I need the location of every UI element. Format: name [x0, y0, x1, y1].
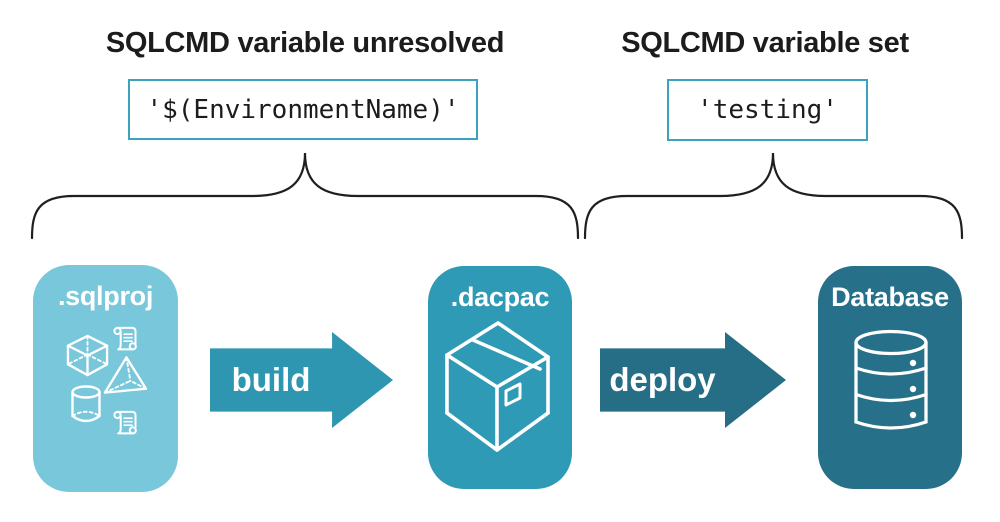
brace-left	[30, 152, 580, 240]
database-icon	[852, 329, 930, 435]
cube-icon	[66, 334, 109, 377]
cylinder-icon	[70, 385, 102, 423]
code-box-set: 'testing'	[667, 79, 868, 141]
build-arrow-label: build	[231, 361, 311, 398]
stage-label: .sqlproj	[57, 281, 154, 311]
package-icon	[444, 320, 551, 453]
heading-sqlcmd-set: SQLCMD variable set	[621, 27, 909, 59]
stage-label: Database	[831, 282, 949, 312]
scroll-icon	[112, 325, 139, 352]
code-value-unresolved: '$(EnvironmentName)'	[146, 94, 460, 125]
deploy-arrow: deploy	[600, 332, 786, 428]
code-value-set: 'testing'	[697, 95, 838, 125]
build-arrow: build	[210, 332, 393, 428]
stage-card-sqlproj: .sqlproj	[33, 265, 178, 492]
heading-sqlcmd-unresolved: SQLCMD variable unresolved	[105, 27, 505, 59]
scroll-icon	[112, 409, 139, 436]
brace-group	[30, 152, 964, 240]
stage-card-dacpac: .dacpac	[428, 266, 572, 489]
code-box-unresolved: '$(EnvironmentName)'	[128, 79, 478, 140]
brace-right	[583, 152, 964, 240]
deploy-arrow-label: deploy	[609, 361, 716, 398]
stage-card-database: Database	[818, 266, 962, 489]
stage-label: .dacpac	[450, 282, 550, 312]
pyramid-icon	[102, 355, 147, 395]
